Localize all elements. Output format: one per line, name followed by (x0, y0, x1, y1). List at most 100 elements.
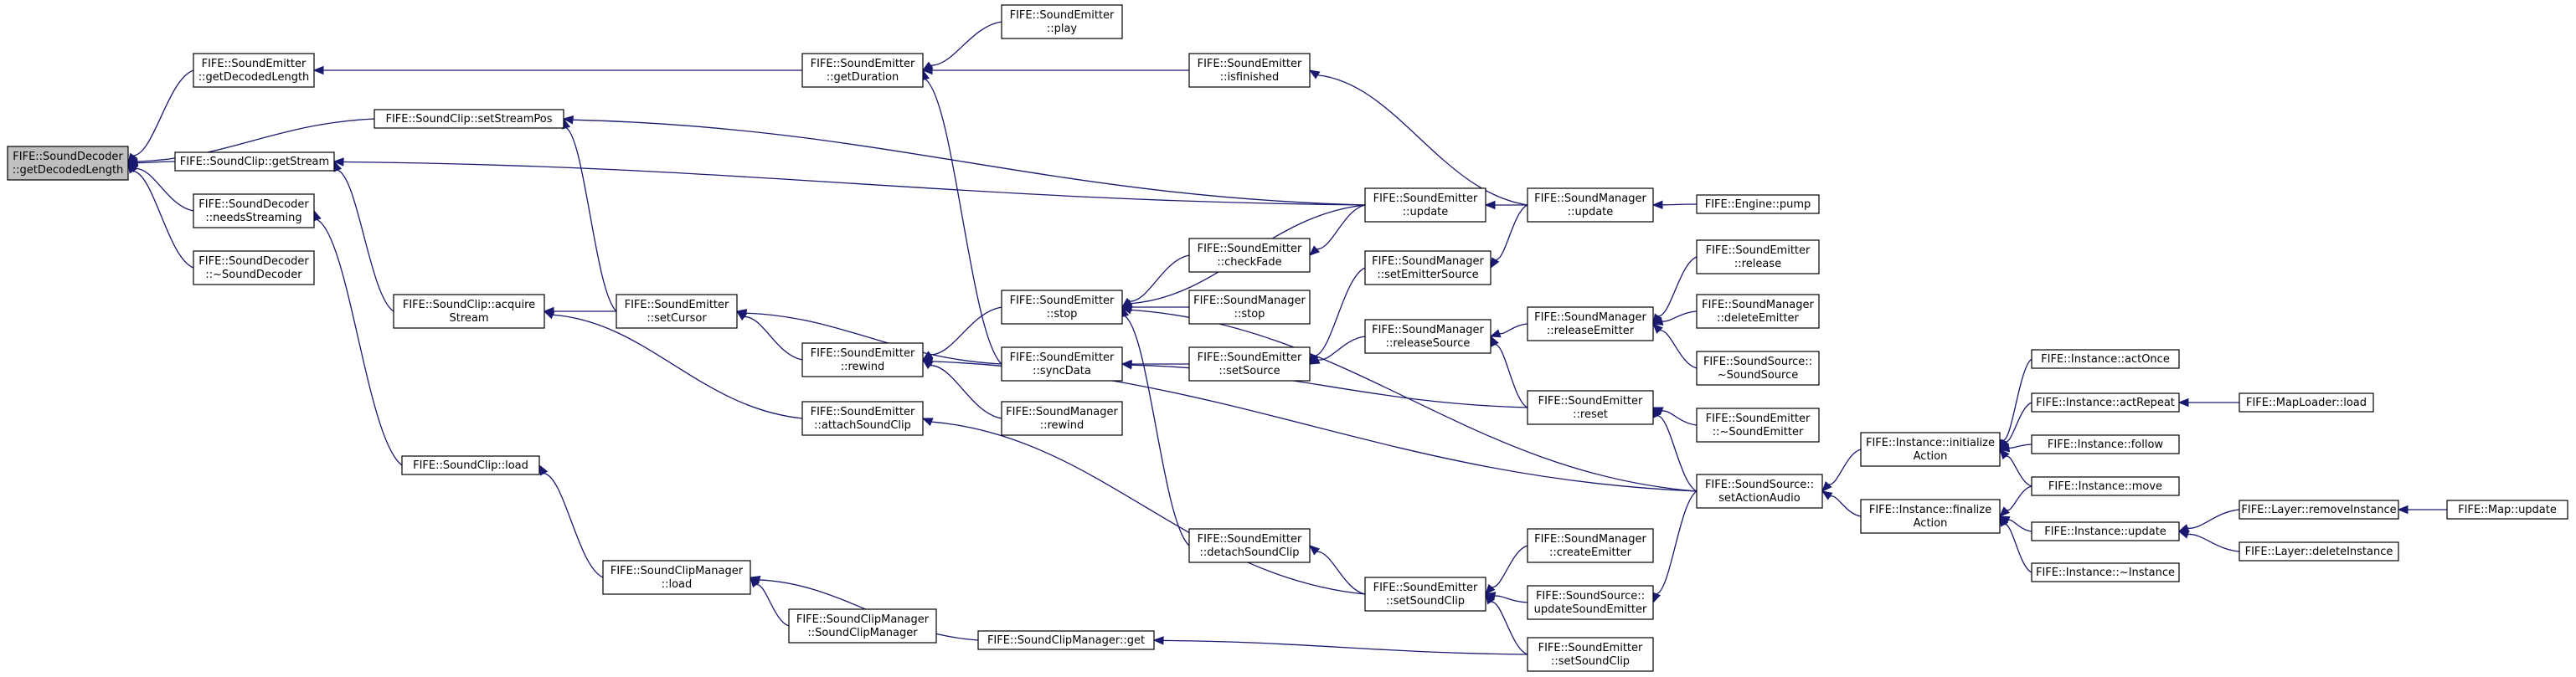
graph-node-decodedLen[interactable]: FIFE::SoundDecoder::getDecodedLength (7, 146, 129, 181)
graph-node-smDeleteEmitter[interactable]: FIFE::SoundManager::deleteEmitter (1696, 294, 1820, 329)
edge-arrowhead (1309, 353, 1319, 366)
graph-edge (735, 310, 803, 361)
edge-line (544, 472, 604, 578)
graph-node-smRewind[interactable]: FIFE::SoundManager::rewind (1001, 401, 1123, 436)
graph-node-smCreateEmitter[interactable]: FIFE::SoundManager::createEmitter (1527, 528, 1654, 563)
graph-edge (1308, 336, 1366, 365)
node-label-line: FIFE::Instance::~Instance (2036, 567, 2175, 579)
edge-line (745, 312, 1002, 365)
node-box (1188, 53, 1311, 88)
graph-edge (1652, 323, 1698, 369)
graph-node-clipLoad[interactable]: FIFE::SoundClip::load (401, 455, 540, 475)
graph-node-emRelease[interactable]: FIFE::SoundEmitter::release (1696, 239, 1820, 274)
graph-node-emSetSoundClip2[interactable]: FIFE::SoundEmitter::setSoundClip (1527, 637, 1654, 672)
node-label-line: FIFE::SoundEmitter (1198, 533, 1302, 546)
node-label-line: FIFE::SoundManager (1372, 324, 1484, 336)
node-label-line: FIFE::SoundClipManager::get (987, 634, 1145, 647)
graph-node-emRewind[interactable]: FIFE::SoundEmitter::rewind (801, 342, 924, 377)
node-label-line: ::SoundClipManager (807, 627, 918, 639)
edge-arrowhead (1652, 323, 1663, 334)
edge-arrowhead (1489, 329, 1502, 338)
graph-edge (1821, 449, 1862, 492)
graph-node-ssDtor[interactable]: FIFE::SoundSource::~SoundSource (1696, 351, 1820, 386)
graph-node-emAttach[interactable]: FIFE::SoundEmitter::attachSoundClip (801, 401, 924, 436)
graph-node-emSetSoundClip[interactable]: FIFE::SoundEmitter::setSoundClip (1364, 577, 1486, 612)
node-box (1364, 250, 1492, 285)
graph-node-clipSetStreamPos[interactable]: FIFE::SoundClip::setStreamPos (374, 109, 564, 129)
node-label-line: ::release (1734, 258, 1781, 270)
graph-node-emDtor[interactable]: FIFE::SoundEmitter::~SoundEmitter (1696, 408, 1820, 443)
node-label-line: FIFE::SoundEmitter (811, 58, 915, 70)
node-box (1001, 4, 1123, 39)
edge-arrowhead (1998, 444, 2011, 453)
graph-node-layerRemove[interactable]: FIFE::Layer::removeInstance (2239, 500, 2399, 520)
graph-node-decDtor[interactable]: FIFE::SoundDecoder::~SoundDecoder (193, 250, 315, 285)
graph-node-instDtor[interactable]: FIFE::Instance::~Instance (2031, 562, 2180, 582)
graph-node-cmGet[interactable]: FIFE::SoundClipManager::get (977, 630, 1155, 650)
graph-node-emSyncData[interactable]: FIFE::SoundEmitter::syncData (1001, 346, 1123, 382)
graph-node-emStop[interactable]: FIFE::SoundEmitter::stop (1001, 290, 1123, 325)
graph-edge (1309, 204, 1366, 256)
graph-node-layerDelete[interactable]: FIFE::Layer::deleteInstance (2239, 541, 2399, 562)
graph-node-cmLoad[interactable]: FIFE::SoundClipManager::load (602, 560, 751, 595)
node-label-line: FIFE::Instance::update (2044, 526, 2166, 538)
graph-node-smSetEmitterSource[interactable]: FIFE::SoundManager::setEmitterSource (1364, 250, 1492, 285)
graph-node-emDetach[interactable]: FIFE::SoundEmitter::detachSoundClip (1188, 528, 1311, 563)
graph-node-emReset[interactable]: FIFE::SoundEmitter::reset (1527, 390, 1654, 425)
edge-line (1659, 330, 1698, 369)
edge-line (1662, 310, 1698, 322)
node-box (1696, 194, 1820, 214)
graph-node-emCheckFade[interactable]: FIFE::SoundEmitter::checkFade (1188, 238, 1311, 273)
graph-node-mapUpdate[interactable]: FIFE::Map::update (2446, 500, 2568, 520)
edge-arrowhead (562, 115, 574, 125)
graph-node-emSetSource[interactable]: FIFE::SoundEmitter::setSource (1188, 346, 1311, 382)
graph-edge (735, 309, 1002, 365)
edge-line (2004, 523, 2032, 573)
graph-node-ssSetActionAudio[interactable]: FIFE::SoundSource::setActionAudio (1696, 474, 1823, 509)
graph-node-instActRepeat[interactable]: FIFE::Instance::actRepeat (2031, 392, 2180, 413)
node-box (1527, 528, 1654, 563)
node-label-line: ::needsStreaming (205, 212, 301, 224)
graph-node-emSetCursor[interactable]: FIFE::SoundEmitter::setCursor (616, 294, 738, 329)
graph-node-decNeedsStreaming[interactable]: FIFE::SoundDecoder::needsStreaming (193, 193, 315, 228)
graph-node-mapLoaderLoad[interactable]: FIFE::MapLoader::load (2239, 392, 2374, 413)
graph-node-smUpdate[interactable]: FIFE::SoundManager::update (1527, 187, 1654, 223)
node-box (2239, 500, 2399, 520)
node-label-line: ::setSoundClip (1386, 595, 1465, 608)
node-label-line: FIFE::SoundEmitter (1538, 395, 1643, 408)
graph-node-emGetDecodedLen[interactable]: FIFE::SoundEmitter::getDecodedLength (193, 53, 315, 88)
edge-arrowhead (1651, 316, 1664, 326)
edge-line (930, 21, 1002, 66)
graph-node-emIsFinished[interactable]: FIFE::SoundEmitter::isfinished (1188, 53, 1311, 88)
graph-node-instUpdate[interactable]: FIFE::Instance::update (2031, 521, 2180, 541)
graph-node-enginePump[interactable]: FIFE::Engine::pump (1696, 194, 1820, 214)
graph-edge (1999, 402, 2032, 451)
graph-node-emUpdate[interactable]: FIFE::SoundEmitter::update (1364, 187, 1486, 223)
node-label-line: FIFE::SoundManager (1534, 192, 1646, 205)
node-label-line: FIFE::SoundClip::setStreamPos (385, 113, 552, 126)
edge-line (132, 170, 194, 269)
node-box (7, 146, 129, 181)
graph-edge (1999, 515, 2032, 573)
graph-node-instFollow[interactable]: FIFE::Instance::follow (2031, 434, 2180, 454)
edge-arrowhead (1821, 480, 1832, 492)
node-label-line: FIFE::SoundEmitter (811, 347, 915, 360)
node-box (801, 53, 924, 88)
node-label-line: FIFE::SoundDecoder (13, 151, 123, 163)
graph-node-ssUpdateSoundEmitter[interactable]: FIFE::SoundSource::updateSoundEmitter (1527, 585, 1654, 620)
graph-node-emPlay[interactable]: FIFE::SoundEmitter::play (1001, 4, 1123, 39)
node-label-line: FIFE::SoundManager (1534, 533, 1646, 546)
graph-node-instMove[interactable]: FIFE::Instance::move (2031, 476, 2180, 496)
graph-node-smReleaseEmitter[interactable]: FIFE::SoundManager::releaseEmitter (1527, 306, 1654, 341)
graph-node-cmCtor[interactable]: FIFE::SoundClipManager::SoundClipManager (788, 608, 937, 644)
graph-node-smReleaseSource[interactable]: FIFE::SoundManager::releaseSource (1364, 319, 1492, 354)
node-box (1001, 401, 1123, 436)
graph-node-clipGetStream[interactable]: FIFE::SoundClip::getStream (174, 151, 335, 172)
graph-node-smStop[interactable]: FIFE::SoundManager::stop (1188, 290, 1311, 325)
graph-node-instActOnce[interactable]: FIFE::Instance::actOnce (2031, 349, 2180, 369)
graph-edge (920, 69, 1002, 365)
graph-node-emGetDuration[interactable]: FIFE::SoundEmitter::getDuration (801, 53, 924, 88)
